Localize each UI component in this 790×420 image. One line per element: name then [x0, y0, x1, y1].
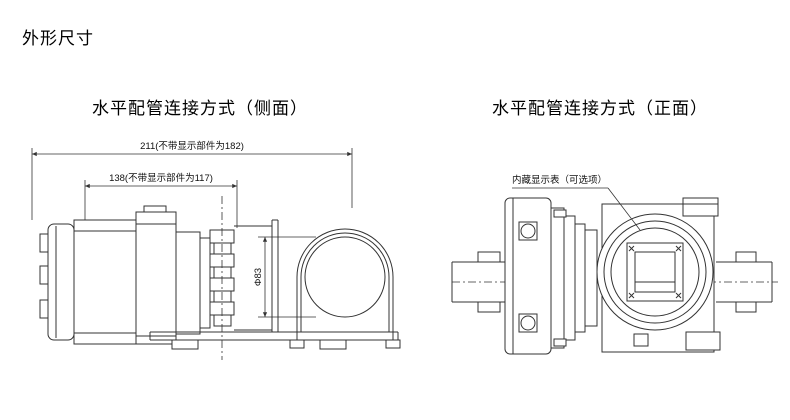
process-flange-bolts: [209, 229, 235, 327]
dim-overall-text: 211(不带显示部件为182): [140, 140, 244, 152]
pipe-circle: [304, 236, 386, 318]
front-view-title: 水平配管连接方式（正面）: [492, 99, 708, 118]
side-view-figure: 水平配管连接方式（侧面） 211(不带显示部件为182) 138(不带显示部件为…: [20, 94, 410, 394]
mounting-bracket-side: [149, 219, 399, 350]
transmitter-housing-side: [39, 205, 211, 345]
bracket-foot: [319, 339, 347, 350]
clamp-nut: [735, 251, 757, 263]
conduit-entry-bottom: [685, 331, 721, 351]
drain-plug: [633, 333, 649, 347]
page-title: 外形尺寸: [22, 29, 94, 48]
display-callout-label: 内藏显示表（可选项）: [512, 174, 607, 186]
electronics-body: [73, 219, 137, 345]
dimension-overall-length: 211(不带显示部件为182): [31, 140, 353, 220]
u-bolt-inner: [300, 232, 390, 278]
top-boss: [143, 205, 167, 213]
front-view-figure: 水平配管连接方式（正面）: [450, 94, 780, 390]
dim-inner-text: 138(不带显示部件为117): [109, 172, 213, 184]
clamp-nut: [477, 251, 501, 263]
neck: [175, 231, 201, 335]
display-screws: [628, 245, 682, 299]
housing-rib: [39, 233, 49, 253]
end-cap: [47, 223, 75, 341]
pipe-right: [716, 251, 773, 313]
display-housing: [135, 211, 177, 345]
display-screen: [634, 251, 676, 293]
side-view-drawing: 211(不带显示部件为182) 138(不带显示部件为117): [31, 140, 401, 360]
mounting-bracket-front: [504, 197, 552, 355]
dimension-pipe-diameter: Φ83: [253, 236, 316, 318]
u-bolt-outer: [296, 228, 394, 278]
display-callout: 内藏显示表（可选项）: [512, 174, 641, 231]
pipe-left: [451, 251, 505, 313]
side-view-title: 水平配管连接方式（侧面）: [92, 99, 308, 118]
conduit-entry-top: [682, 197, 719, 217]
u-bolt-nut-right: [385, 339, 401, 349]
clamp-nut: [477, 301, 501, 313]
housing-rib: [39, 265, 49, 285]
bracket-foot: [171, 339, 199, 350]
flange-bolt: [553, 209, 567, 218]
dim-diameter-text: Φ83: [253, 268, 264, 286]
flange-stack: [550, 207, 598, 349]
neck-step: [199, 237, 211, 329]
u-bolt-nut-left: [289, 339, 305, 349]
front-view-drawing: 内藏显示表（可选项）: [451, 174, 778, 355]
clamp-nut: [735, 301, 757, 313]
dimension-inner-length: 138(不带显示部件为117): [84, 172, 238, 228]
display-face: [596, 213, 714, 331]
flange-bolt: [553, 338, 567, 347]
pipe-clamp: [289, 228, 401, 349]
housing-rib: [39, 299, 49, 319]
